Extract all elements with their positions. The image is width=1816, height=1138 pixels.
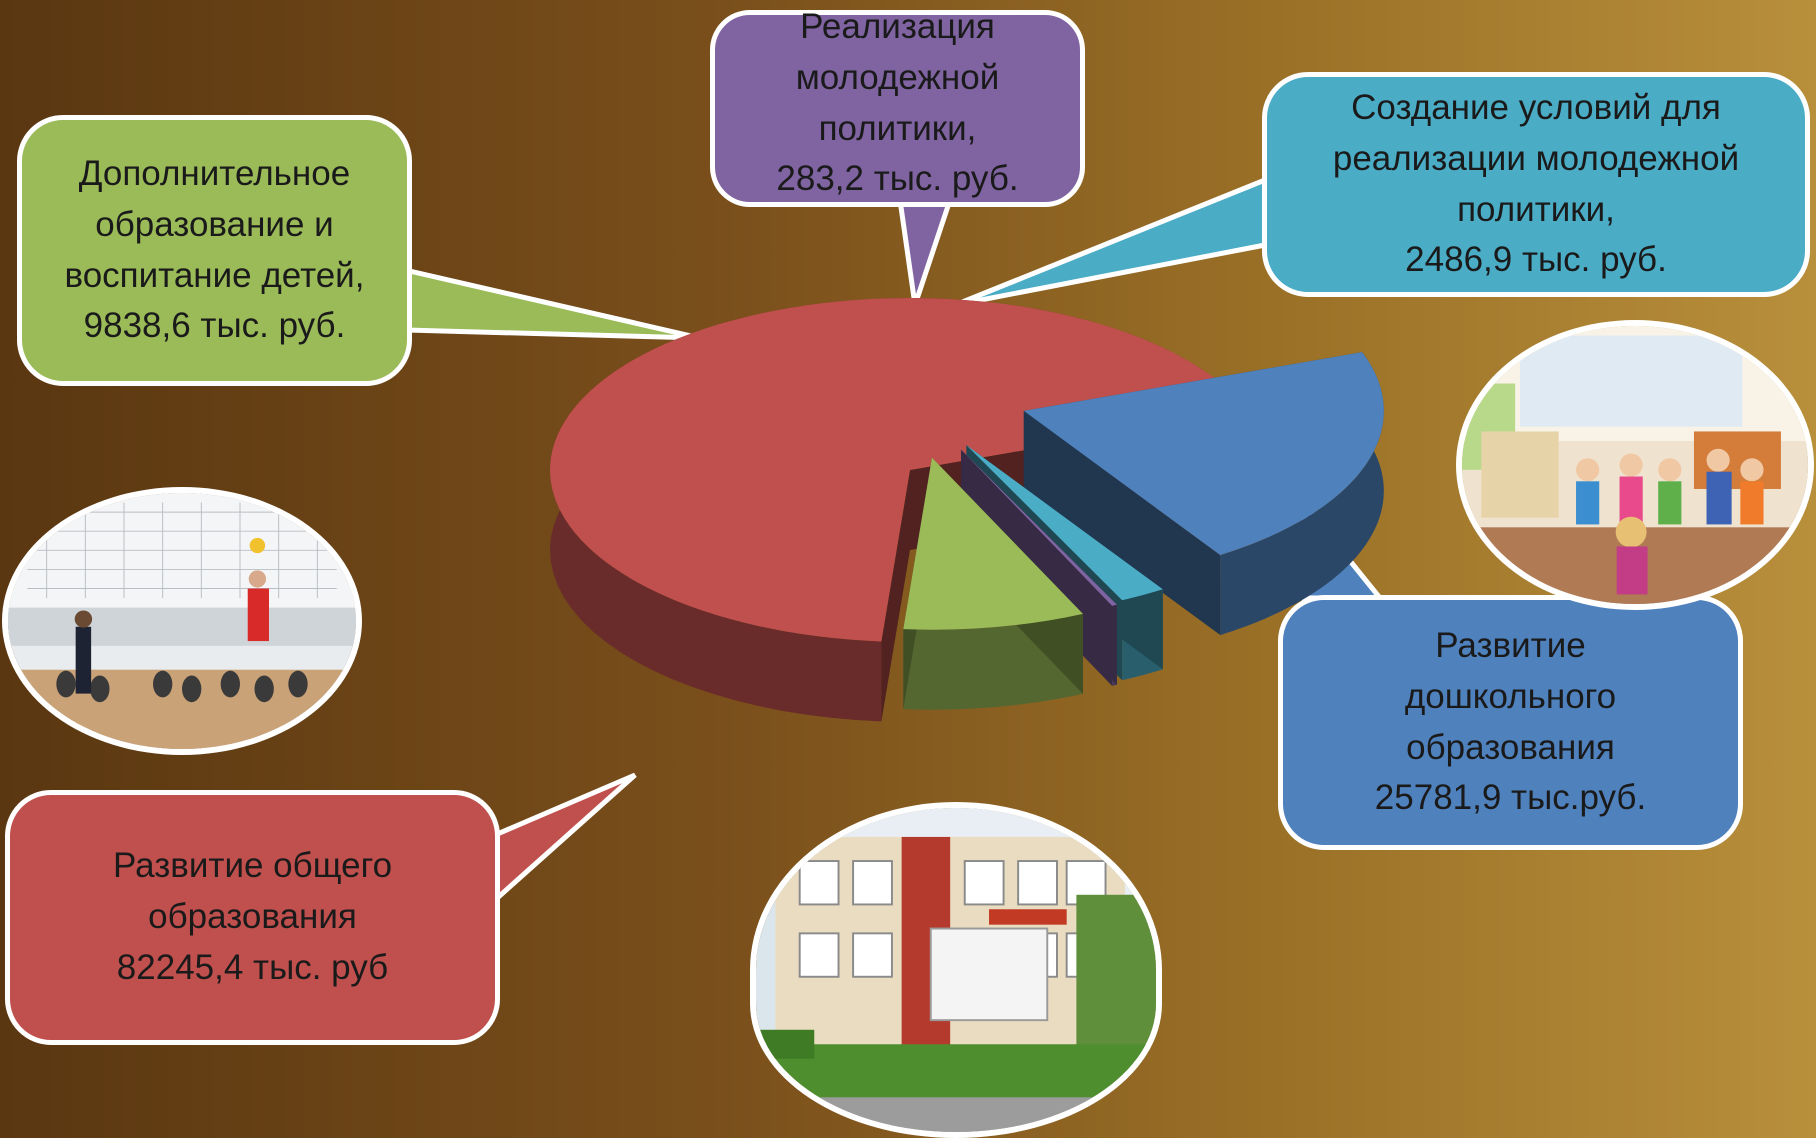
school-building-photo <box>750 802 1162 1138</box>
callout-youth-policy-text: Реализация молодежной политики, 283,2 ты… <box>776 7 1019 199</box>
callout-preschool-education: Развитие дошкольного образования 25781,9… <box>1278 595 1743 850</box>
callout-general-education: Развитие общего образования 82245,4 тыс.… <box>5 790 500 1045</box>
kindergarten-photo <box>1456 320 1814 610</box>
callout-additional-education-text: Дополнительное образование и воспитание … <box>64 154 365 346</box>
slice-additional-education <box>903 457 1083 710</box>
slice-preschool-education <box>1023 352 1384 636</box>
pointer-general-education <box>492 772 637 906</box>
pie-slices <box>549 298 1384 722</box>
callout-youth-policy: Реализация молодежной политики, 283,2 ты… <box>710 7 1085 207</box>
callout-additional-education: Дополнительное образование и воспитание … <box>17 115 412 386</box>
callout-youth-conditions: Создание условий для реализации молодежн… <box>1262 72 1810 297</box>
pointer-additional-education <box>402 266 701 341</box>
callout-youth-conditions-text: Создание условий для реализации молодежн… <box>1332 88 1740 280</box>
pointer-youth-policy <box>897 197 954 306</box>
callout-general-education-text: Развитие общего образования 82245,4 тыс.… <box>112 846 393 987</box>
callout-preschool-education-text: Развитие дошкольного образования 25781,9… <box>1374 626 1647 818</box>
volleyball-photo <box>2 487 362 755</box>
